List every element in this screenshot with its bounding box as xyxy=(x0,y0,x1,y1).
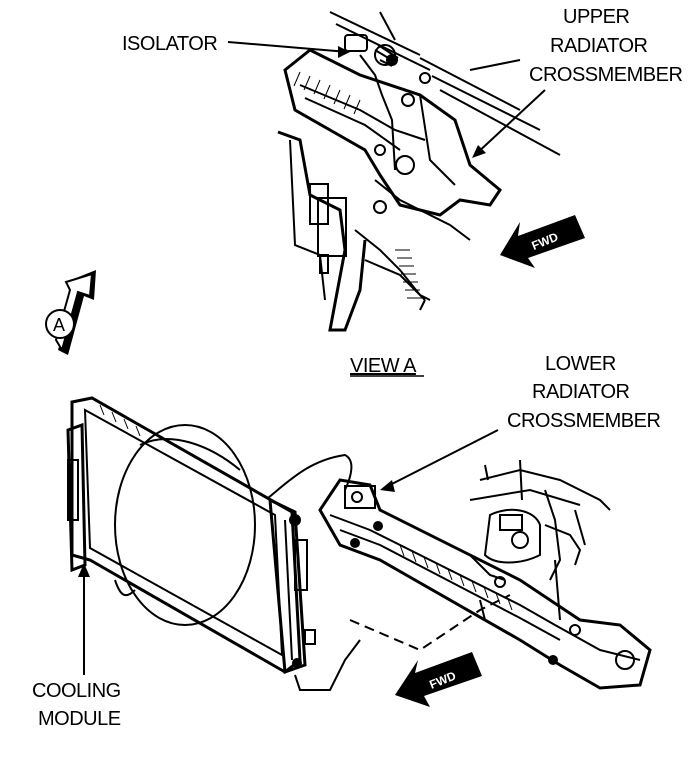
fwd-arrow-lower: FWD xyxy=(395,652,482,707)
isolator-part xyxy=(344,34,399,171)
cooling-module-leader-arrowhead xyxy=(78,563,90,577)
cooling-module-label-line2: MODULE xyxy=(38,708,121,730)
fan-shroud xyxy=(114,424,256,626)
cooling-module-top-hatch xyxy=(99,404,141,437)
lower-crossmember-label-line2: RADIATOR xyxy=(532,381,630,403)
lower-crossmember-leader-arrowhead xyxy=(380,480,395,492)
upper-crossmember-label-line3: CROSSMEMBER xyxy=(529,64,682,86)
lower-crossmember xyxy=(318,459,652,690)
cooling-module-label-line1: COOLING xyxy=(32,680,121,702)
isolator-leader-line xyxy=(227,41,349,53)
lower-crossmember-label-line1: LOWER xyxy=(545,353,616,375)
upper-bolt-hole xyxy=(401,93,415,107)
upper-radiator-side xyxy=(277,130,431,332)
isolator-label: ISOLATOR xyxy=(122,33,217,55)
lower-crossmember-leader-line xyxy=(383,429,499,489)
upper-crossmember-hatch xyxy=(293,71,361,115)
upper-crossmember-label-line2: RADIATOR xyxy=(550,35,648,57)
upper-mount-hole xyxy=(395,155,415,175)
upper-crossmember-leader-line xyxy=(474,89,546,156)
upper-detail-view: FWD xyxy=(227,11,585,332)
fwd-arrow-upper: FWD xyxy=(500,215,585,268)
upper-crossmember-label-line1: UPPER xyxy=(563,6,629,28)
upper-crossmember-leader-arrowhead xyxy=(472,145,486,158)
upper-radiator-fins xyxy=(395,249,422,299)
upper-bolt-hole xyxy=(374,144,386,156)
cooling-module xyxy=(66,396,361,691)
upper-crossmember xyxy=(283,48,502,241)
lower-crossmember-hatch xyxy=(399,544,513,611)
view-a-caption: VIEW A xyxy=(350,355,417,377)
view-a-circle xyxy=(45,309,75,339)
upper-bolt-hole xyxy=(373,200,387,214)
view-a-marker-letter: A xyxy=(53,315,65,335)
upper-bolt-hole xyxy=(419,72,431,84)
lower-frame-bits xyxy=(469,459,611,621)
isolator-leader-arrowhead xyxy=(338,46,350,58)
upper-frame-rails xyxy=(329,11,561,156)
lower-crossmember-label-line3: CROSSMEMBER xyxy=(507,410,660,432)
view-a-marker: A xyxy=(45,270,96,355)
